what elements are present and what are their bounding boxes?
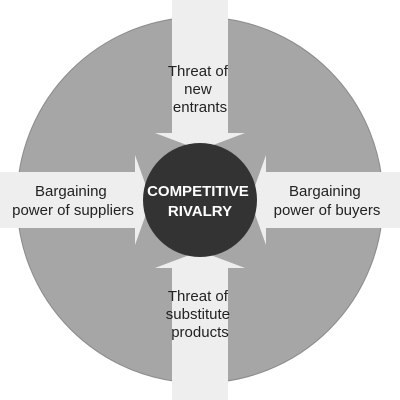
arrow-top: [155, 0, 245, 150]
competitive-rivalry-line-2: RIVALRY: [168, 203, 232, 220]
competitive-rivalry-line-1: COMPETITIVE: [147, 183, 249, 200]
arrow-left: [0, 155, 151, 245]
force-substitutes-label: Threat of substitute products: [166, 288, 234, 341]
force-buyers-line-2: power of buyers: [274, 202, 381, 219]
force-buyers-label: Bargaining power of buyers: [274, 183, 381, 219]
force-suppliers-label: Bargaining power of suppliers: [12, 183, 134, 219]
force-new-entrants-line-1: Threat of: [168, 63, 229, 80]
competitive-rivalry-circle: [143, 143, 257, 257]
force-substitutes-line-3: products: [171, 324, 229, 341]
force-new-entrants-label: Threat of new entrants: [168, 63, 232, 116]
force-suppliers-line-2: power of suppliers: [12, 202, 134, 219]
force-new-entrants-line-3: entrants: [173, 99, 227, 116]
force-substitutes-line-2: substitute: [166, 306, 230, 323]
arrow-bottom: [155, 251, 245, 400]
arrow-right: [250, 155, 400, 245]
force-new-entrants-line-2: new: [184, 81, 212, 98]
force-buyers-line-1: Bargaining: [289, 183, 361, 200]
competitive-rivalry-label: COMPETITIVE RIVALRY: [147, 183, 253, 220]
force-substitutes-line-1: Threat of: [168, 288, 229, 305]
force-suppliers-line-1: Bargaining: [35, 183, 107, 200]
